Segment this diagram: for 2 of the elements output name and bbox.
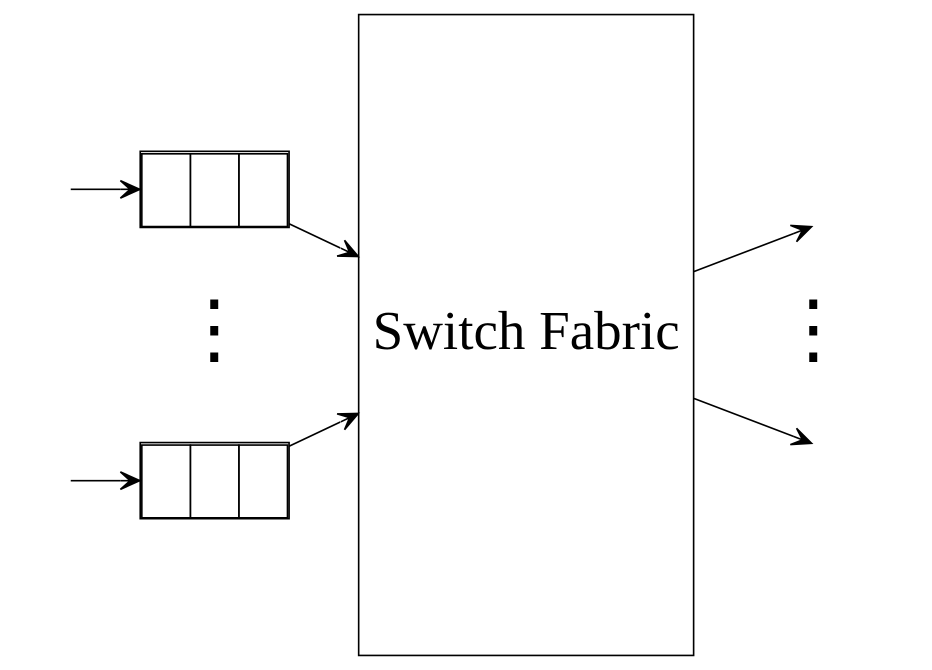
label: ⋮ (175, 285, 254, 372)
label: ⋮ (774, 285, 852, 372)
